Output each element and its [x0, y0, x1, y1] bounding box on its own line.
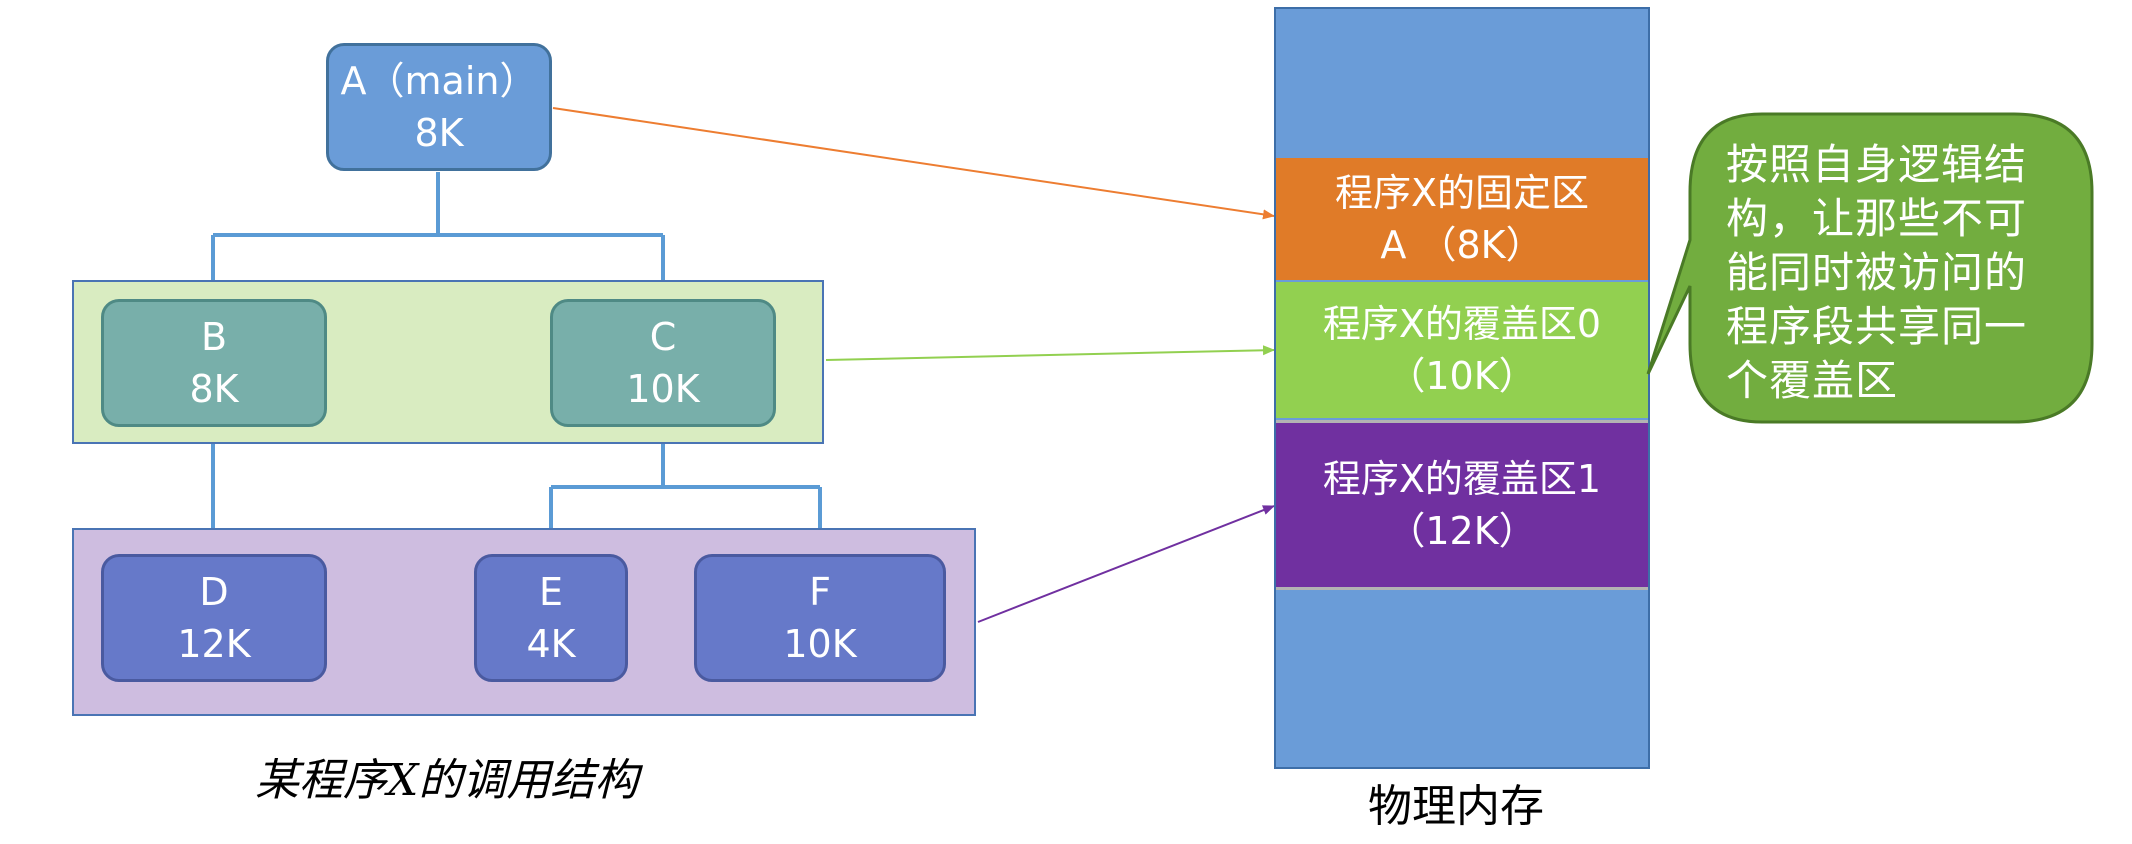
node-a-size: 8K	[414, 111, 464, 155]
node-b-size: 8K	[189, 367, 239, 411]
node-a-name: A（main）	[340, 59, 538, 103]
overlay0-label: 程序X的覆盖区0	[1322, 302, 1602, 346]
node-d-size: 12K	[177, 622, 251, 666]
speech-callout	[1646, 112, 2094, 424]
overlay1-label: 程序X的覆盖区1	[1322, 457, 1602, 501]
memory-overlay-1: 程序X的覆盖区1 （12K）	[1276, 420, 1648, 590]
fixed-region-label: 程序X的固定区	[1334, 171, 1590, 215]
node-c: C 10K	[550, 299, 776, 427]
node-c-name: C	[649, 315, 677, 359]
node-a-main: A（main） 8K	[326, 43, 552, 171]
overlay1-size: （12K）	[1387, 509, 1537, 553]
node-f-size: 10K	[783, 622, 857, 666]
node-f: F 10K	[694, 554, 946, 682]
memory-fixed-region: 程序X的固定区 A （8K）	[1276, 158, 1648, 280]
node-e: E 4K	[474, 554, 628, 682]
node-c-size: 10K	[626, 367, 700, 411]
callout-text: 按照自身逻辑结构，让那些不可能同时被访问的程序段共享同一个覆盖区	[1726, 140, 2028, 405]
node-b: B 8K	[101, 299, 327, 427]
node-e-name: E	[538, 570, 563, 614]
arrow-level2-to-overlay1	[977, 505, 1275, 623]
arrow-a-to-fixed	[552, 107, 1275, 220]
node-b-name: B	[200, 315, 228, 359]
node-e-size: 4K	[526, 622, 576, 666]
node-d-name: D	[199, 570, 229, 614]
fixed-region-size: A （8K）	[1380, 223, 1544, 267]
node-d: D 12K	[101, 554, 327, 682]
physical-memory-caption: 物理内存	[1368, 781, 1544, 832]
node-f-name: F	[809, 570, 831, 614]
overlay0-size: （10K）	[1387, 354, 1537, 398]
arrow-level1-to-overlay0	[825, 345, 1275, 361]
call-structure-caption: 某程序X的调用结构	[255, 755, 639, 806]
memory-overlay-0: 程序X的覆盖区0 （10K）	[1276, 282, 1648, 418]
